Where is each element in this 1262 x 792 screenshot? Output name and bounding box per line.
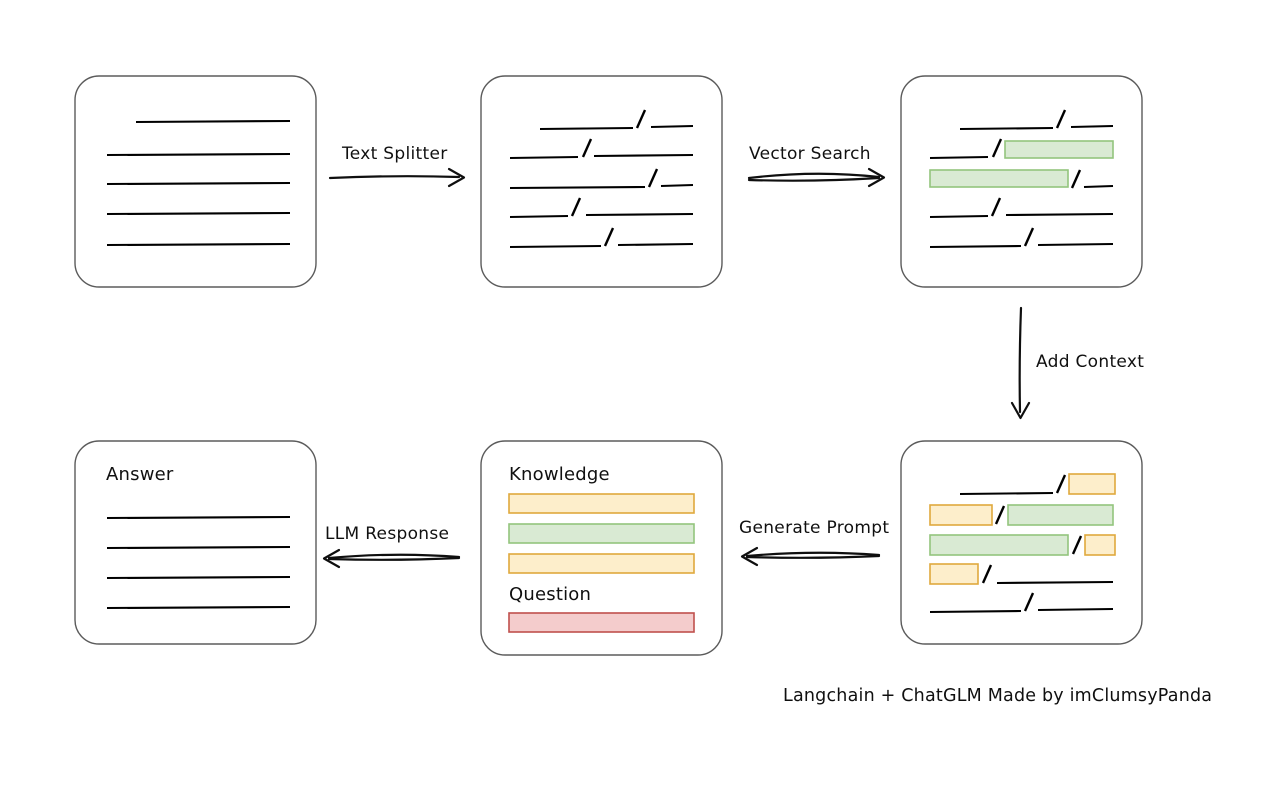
- matched-document[interactable]: [900, 75, 1143, 288]
- split-document-slash-4: [570, 197, 582, 217]
- matched-document-slash-5: [1023, 227, 1035, 247]
- matched-document-line-2a: [929, 155, 989, 160]
- arrow-llm-response: [322, 548, 461, 569]
- prompt-card-knowledge-label: Knowledge: [509, 464, 610, 485]
- source-document-line-1: [135, 119, 291, 124]
- context-document-highlight-green-2: [929, 534, 1069, 556]
- matched-document-line-3b: [1083, 184, 1114, 189]
- split-document-slash-2: [581, 138, 593, 158]
- arrow-label-add-context: Add Context: [1036, 352, 1145, 372]
- answer-card-line-2: [106, 545, 291, 550]
- context-document-highlight-green-1: [1007, 504, 1114, 526]
- answer-card-title: Answer: [106, 464, 174, 485]
- matched-document-line-1b: [1070, 124, 1114, 129]
- source-document-frame: [74, 75, 317, 288]
- context-document-highlight-yellow-2: [929, 504, 993, 526]
- context-document-highlight-yellow-1: [1068, 473, 1116, 495]
- context-document-line-5a: [929, 609, 1022, 614]
- prompt-card[interactable]: [480, 440, 723, 656]
- matched-document-line-4b: [1005, 212, 1114, 217]
- arrow-text-splitter: [328, 167, 466, 188]
- matched-document-line-4a: [929, 214, 989, 219]
- answer-card-line-3: [106, 575, 291, 580]
- context-document-slash-4: [981, 564, 993, 584]
- source-document-line-4: [106, 211, 291, 216]
- split-document-line-4a: [509, 214, 569, 219]
- matched-document-slash-2: [991, 138, 1003, 158]
- diagram-caption: Langchain + ChatGLM Made by imClumsyPand…: [783, 686, 1213, 706]
- matched-document-slash-1: [1055, 109, 1067, 129]
- matched-document-highlight-green-2: [929, 169, 1069, 188]
- split-document-slash-1: [635, 109, 647, 129]
- arrow-label-text-splitter: Text Splitter: [342, 144, 448, 164]
- answer-card-line-1: [106, 515, 291, 520]
- source-document-line-5: [106, 242, 291, 247]
- matched-document-line-1a: [959, 126, 1054, 131]
- arrow-add-context: [1010, 306, 1031, 420]
- source-document-line-2: [106, 152, 291, 157]
- split-document-slash-3: [647, 168, 659, 188]
- split-document-frame: [480, 75, 723, 288]
- context-document-line-4b: [996, 580, 1114, 585]
- split-document-line-3a: [509, 185, 646, 190]
- context-document-slash-5: [1023, 592, 1035, 612]
- split-document-line-5a: [509, 244, 602, 249]
- matched-document-highlight-green-1: [1004, 140, 1114, 159]
- split-document[interactable]: [480, 75, 723, 288]
- split-document-line-1a: [539, 126, 634, 131]
- arrow-generate-prompt: [740, 546, 881, 567]
- split-document-slash-5: [603, 227, 615, 247]
- arrow-label-llm-response: LLM Response: [325, 524, 450, 544]
- arrow-label-vector-search: Vector Search: [749, 144, 871, 164]
- arrow-label-generate-prompt: Generate Prompt: [739, 518, 890, 538]
- matched-document-slash-4: [990, 197, 1002, 217]
- matched-document-line-5b: [1037, 242, 1114, 247]
- answer-card[interactable]: [74, 440, 317, 645]
- split-document-line-3b: [660, 183, 694, 188]
- context-document-line-5b: [1037, 607, 1114, 612]
- context-document-slash-3: [1071, 535, 1083, 555]
- split-document-line-2a: [509, 155, 579, 160]
- prompt-card-knowledge-bar-3: [508, 553, 695, 574]
- context-document-line-1a: [959, 491, 1054, 496]
- context-document[interactable]: [900, 440, 1143, 645]
- prompt-card-question-bar-1: [508, 612, 695, 633]
- split-document-line-2b: [593, 153, 694, 158]
- answer-card-frame: [74, 440, 317, 645]
- split-document-line-5b: [617, 242, 694, 247]
- context-document-highlight-yellow-4: [929, 563, 979, 585]
- context-document-slash-1: [1055, 474, 1067, 494]
- answer-card-line-4: [106, 605, 291, 610]
- matched-document-line-5a: [929, 244, 1022, 249]
- arrow-vector-search: [747, 167, 886, 188]
- source-document-line-3: [106, 181, 291, 186]
- prompt-card-knowledge-bar-2: [508, 523, 695, 544]
- prompt-card-question-label: Question: [509, 584, 592, 605]
- matched-document-slash-3: [1070, 169, 1082, 189]
- prompt-card-knowledge-bar-1: [508, 493, 695, 514]
- source-document[interactable]: [74, 75, 317, 288]
- split-document-line-1b: [650, 124, 694, 129]
- context-document-highlight-yellow-3: [1084, 534, 1116, 556]
- split-document-line-4b: [585, 212, 694, 217]
- context-document-slash-2: [994, 505, 1006, 525]
